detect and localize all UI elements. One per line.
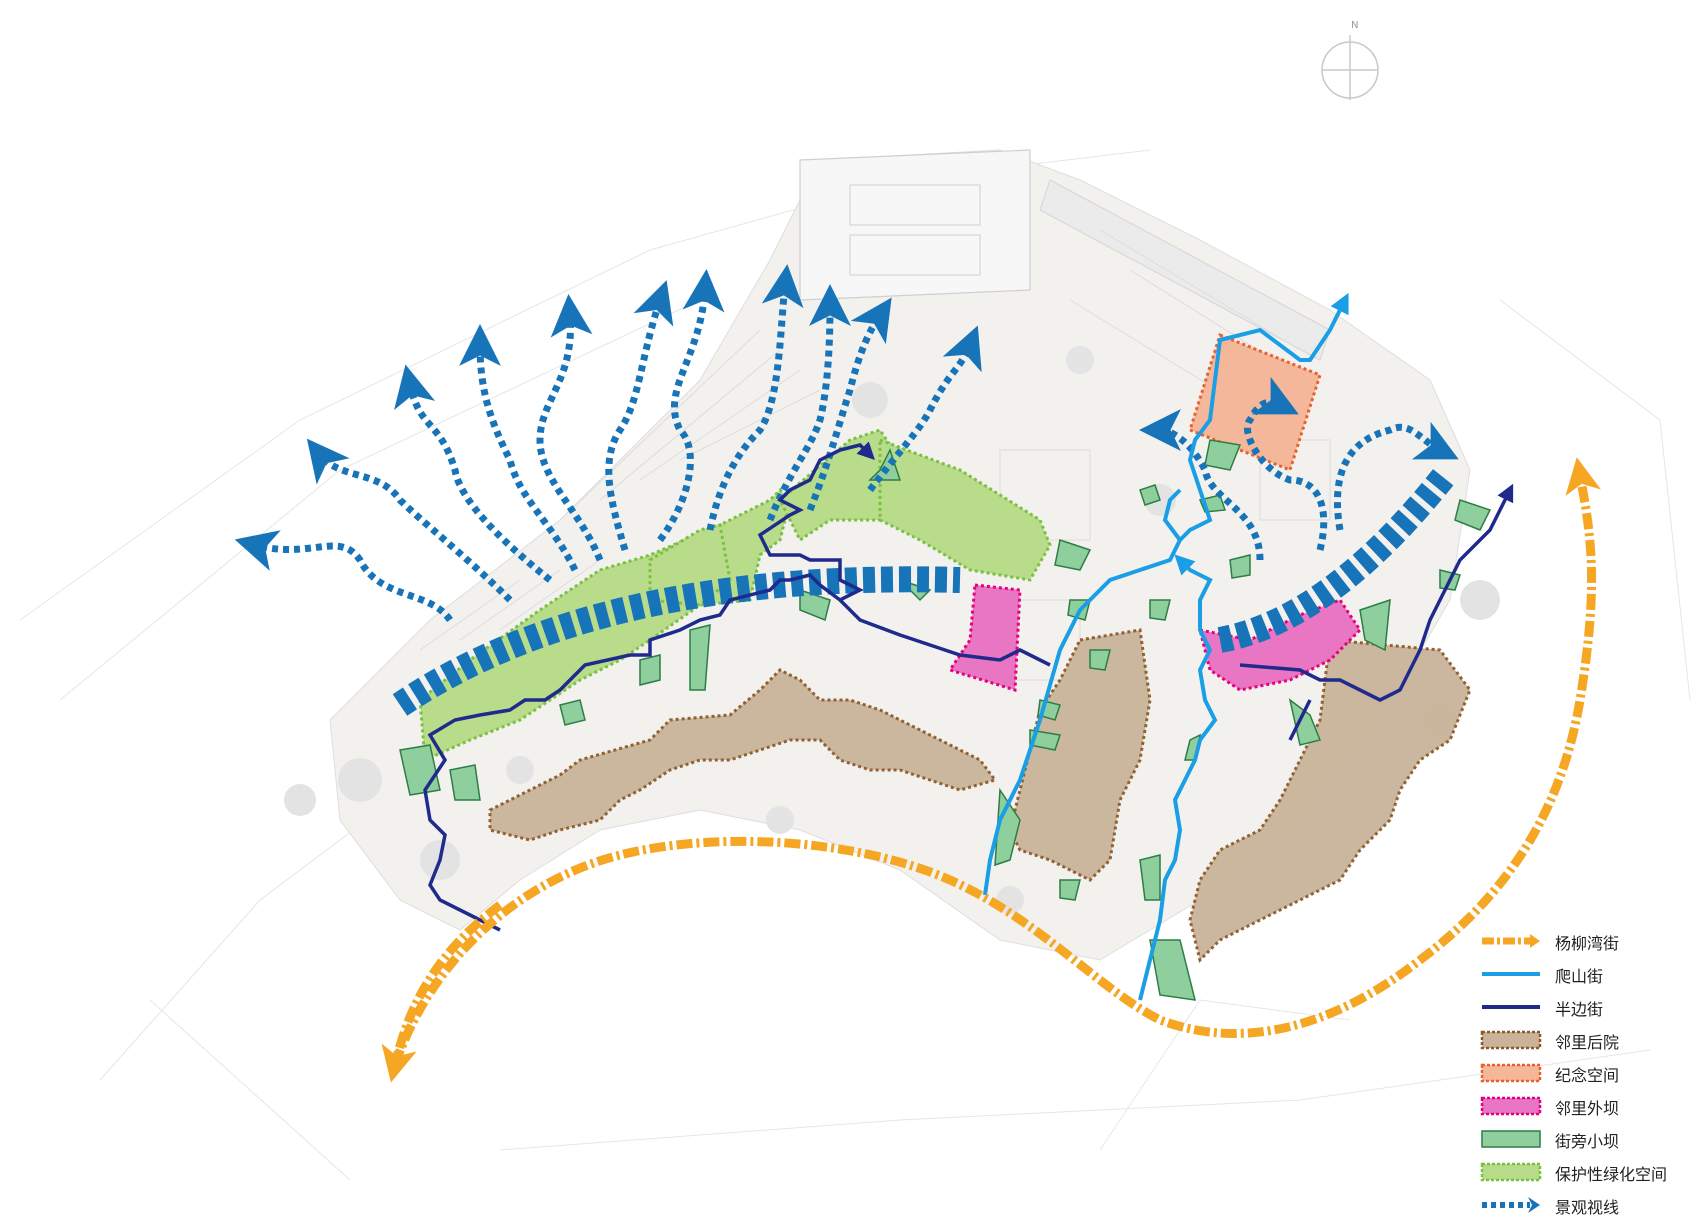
legend-item-protective-green: 保护性绿化空间: [1480, 1156, 1690, 1189]
dash-dot-arrow-icon: [1482, 934, 1540, 948]
legend-label: 邻里外坝: [1555, 1099, 1620, 1118]
dotted-rect-brown-icon: [1480, 1030, 1542, 1050]
legend-label: 纪念空间: [1555, 1066, 1620, 1085]
street-side-yard-areas: [399, 439, 1492, 1001]
yangliuwan-street-route: [381, 457, 1601, 1083]
legend-item-memorial-space: 纪念空间: [1480, 1057, 1690, 1090]
legend-item-street-side-yard: 街旁小坝: [1480, 1123, 1690, 1156]
dotted-arrow-blue-icon: [1482, 1197, 1540, 1213]
dotted-rect-light-green-icon: [1480, 1162, 1542, 1182]
legend-label: 杨柳湾街: [1555, 934, 1620, 953]
legend-item-view-corridor: 景观视线: [1480, 1189, 1690, 1222]
legend-label: 半边街: [1555, 1000, 1604, 1019]
solid-rect-green-icon: [1481, 1130, 1541, 1148]
legend-item-yangliuwan-street: 杨柳湾街: [1480, 925, 1690, 958]
view-corridor-band-east: [1217, 466, 1456, 653]
legend-label: 邻里后院: [1555, 1033, 1620, 1052]
legend-label: 景观视线: [1555, 1198, 1620, 1217]
legend-label: 爬山街: [1555, 967, 1604, 986]
dotted-rect-orange-icon: [1480, 1063, 1542, 1083]
pashan-street-route: [983, 292, 1349, 1001]
solid-line-navy-icon: [1482, 1005, 1540, 1009]
neighbor-backyard-areas: [488, 628, 1472, 963]
legend-label: 街旁小坝: [1555, 1132, 1620, 1151]
north-compass: [1321, 35, 1379, 100]
view-corridor-arrows: [234, 264, 1459, 623]
legend: 杨柳湾街 爬山街 半边街 邻里后院 纪念空间 邻里外坝 街旁小坝: [1480, 925, 1690, 1222]
compass-label: N: [1351, 20, 1359, 31]
view-corridor-band-west: [392, 566, 961, 716]
solid-line-light-blue-icon: [1482, 972, 1540, 976]
legend-item-neighbor-backyard: 邻里后院: [1480, 1024, 1690, 1057]
banbian-street-route: [423, 441, 1514, 932]
dotted-rect-pink-icon: [1480, 1096, 1542, 1116]
legend-item-banbian-street: 半边街: [1480, 991, 1690, 1024]
legend-item-neighbor-outer-yard: 邻里外坝: [1480, 1090, 1690, 1123]
legend-item-pashan-street: 爬山街: [1480, 958, 1690, 991]
legend-label: 保护性绿化空间: [1555, 1165, 1668, 1184]
